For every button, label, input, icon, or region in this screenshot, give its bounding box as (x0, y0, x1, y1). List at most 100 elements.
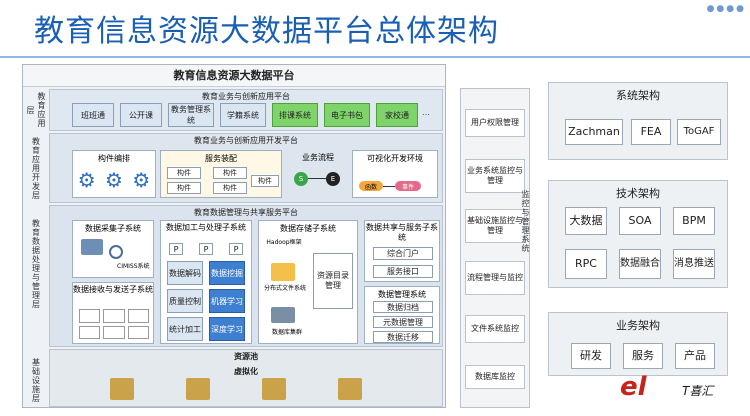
business-arch-item: 服务 (623, 343, 663, 369)
recv-cell (103, 325, 125, 339)
process-item: 数据解码 (167, 261, 203, 285)
service-assembly-box: 服务装配 构件 构件 构件 构件 构件 (160, 150, 282, 198)
func-node: 函数 (359, 181, 383, 191)
share-item: 服务接口 (373, 265, 433, 278)
monitor-column: 用户权限管理 业务系统监控与管理 基础设施监控与管理 流程管理与监控 文件系统监… (460, 88, 530, 408)
system-arch-title: 系统架构 (616, 89, 660, 102)
app-item-student-records: 学籍系统 (220, 103, 266, 127)
event-node: 事件 (395, 181, 421, 191)
page-title: 教育信息资源大数据平台总体架构 (34, 14, 499, 49)
component-block: 构件 (213, 182, 247, 194)
share-label: 数据共享与服务子系统 (366, 223, 438, 242)
resource-dir-box: 资源目录管理 (313, 253, 353, 309)
virtual-label: 虚拟化 (234, 367, 258, 376)
business-arch-item: 研发 (571, 343, 611, 369)
process-item: 机器学习 (209, 289, 245, 313)
mgmt-item: 元数据管理 (373, 316, 433, 328)
data-band-title: 教育数据管理与共享服务平台 (194, 208, 298, 217)
corner-decoration: ●●●● (706, 4, 746, 14)
recv-send-subsystem: 数据接收与发送子系统 (72, 282, 154, 344)
app-item-open-class: 公开课 (120, 103, 162, 127)
component-block: 构件 (167, 167, 201, 179)
app-item-academic-mgmt: 教务管理系统 (168, 103, 214, 127)
storage-label: 数据存储子系统 (280, 224, 336, 233)
p-node: P (199, 243, 213, 255)
component-block: 构件 (251, 175, 279, 187)
server-icon (338, 378, 362, 400)
system-arch-item: Zachman (565, 119, 623, 145)
app-item-banbantong: 班班通 (72, 103, 114, 127)
visual-env-box: 可视化开发环境 函数 事件 (352, 150, 438, 198)
workflow-connector (308, 178, 326, 179)
mgmt-item: 数据迁移 (373, 331, 433, 343)
data-layer-band: 教育数据管理与共享服务平台 数据采集子系统 CIMISS系统 数据接收与发送子系… (49, 205, 443, 347)
dev-band-title: 教育业务与创新应用开发平台 (194, 136, 298, 145)
visual-connector (383, 186, 395, 187)
recv-cell (127, 325, 149, 339)
process-label: 数据加工与处理子系统 (166, 223, 246, 232)
platform-title: 教育信息资源大数据平台 (23, 65, 445, 87)
brand-logo-text: T喜汇 (682, 384, 714, 398)
component-edit-label: 构件编排 (98, 154, 130, 163)
recv-cell (79, 325, 101, 339)
recv-cell (79, 309, 101, 323)
system-arch-item: ToGAF (677, 119, 721, 145)
app-item-home-school: 家校通 (376, 103, 418, 127)
system-arch-item: FEA (631, 119, 671, 145)
recv-send-label: 数据接收与发送子系统 (73, 285, 153, 294)
p-node: P (169, 243, 183, 255)
mgmt-item: 数据归档 (373, 301, 433, 313)
component-block: 构件 (213, 167, 247, 179)
process-subsystem: 数据加工与处理子系统 P P P 数据解码 数据挖掘 质量控制 机器学习 统计加… (160, 220, 252, 344)
storage-subsystem: 数据存储子系统 Hadoop框架 分布式文件系统 数据库集群 资源目录管理 (258, 220, 358, 344)
workflow-label: 业务流程 (302, 153, 334, 162)
collect-subsystem: 数据采集子系统 CIMISS系统 (72, 220, 154, 278)
mgmt-subsystem: 数据管理系统 数据归档 元数据管理 数据迁移 (364, 286, 440, 344)
dev-layer-label: 教育应用开发层 (31, 136, 41, 200)
tech-arch-item: 大数据 (565, 207, 607, 235)
process-item: 质量控制 (167, 289, 203, 313)
dfs-label: 分布式文件系统 (263, 285, 306, 292)
tech-arch-panel: 技术架构 大数据 SOA BPM RPC 数据融合 消息推送 (548, 180, 728, 288)
satellite-icon (109, 245, 123, 259)
gear-icon: ⚙ (105, 168, 123, 192)
tech-arch-item: SOA (619, 207, 661, 235)
workflow-end-node: E (326, 172, 340, 186)
title-divider (0, 56, 750, 58)
hadoop-label: Hadoop框架 (266, 239, 302, 246)
infra-layer-band: 资源池 虚拟化 (49, 349, 443, 407)
monitor-title: 监控与管理系统 (521, 190, 530, 253)
business-arch-panel: 业务架构 研发 服务 产品 (548, 312, 728, 376)
dev-layer-band: 教育业务与创新应用开发平台 构件编排 ⚙ ⚙ ⚙ 服务装配 构件 构件 构件 构… (49, 133, 443, 203)
system-arch-panel: 系统架构 Zachman FEA ToGAF (548, 82, 728, 160)
monitor-item: 数据库监控 (465, 365, 525, 389)
server-icon (186, 378, 210, 400)
monitor-item: 流程管理与监控 (465, 261, 525, 295)
workflow-box: 业务流程 S E (288, 150, 348, 198)
share-item: 综合门户 (373, 247, 433, 260)
db-cluster-label: 数据库集群 (271, 329, 302, 336)
process-item: 数据挖掘 (209, 261, 245, 285)
data-layer-label: 教育数据处理与管理层 (31, 219, 41, 309)
brand-logo-mark: el (620, 372, 647, 402)
collect-label: 数据采集子系统 (85, 224, 141, 233)
db-cluster-icon (271, 307, 295, 323)
hadoop-icon (271, 263, 295, 281)
share-subsystem: 数据共享与服务子系统 综合门户 服务接口 (364, 220, 440, 282)
more-ellipsis: … (422, 108, 430, 117)
recv-cell (103, 309, 125, 323)
component-block: 构件 (167, 182, 201, 194)
monitor-item: 用户权限管理 (465, 109, 525, 137)
tech-arch-item: BPM (673, 207, 715, 235)
tech-arch-item: 消息推送 (673, 249, 715, 279)
platform-frame: 教育信息资源大数据平台 教育应用层 教育业务与创新应用平台 班班通 公开课 教务… (22, 64, 446, 408)
app-item-ebook-bag: 电子书包 (324, 103, 370, 127)
app-item-scheduling: 排课系统 (272, 103, 318, 127)
gear-icon: ⚙ (132, 168, 151, 192)
device-icon (81, 239, 103, 255)
server-icon (110, 378, 134, 400)
p-node: P (229, 243, 243, 255)
component-edit-box: 构件编排 ⚙ ⚙ ⚙ (72, 150, 156, 198)
gear-icon: ⚙ (77, 168, 96, 192)
monitor-item: 基础设施监控与管理 (465, 209, 525, 243)
